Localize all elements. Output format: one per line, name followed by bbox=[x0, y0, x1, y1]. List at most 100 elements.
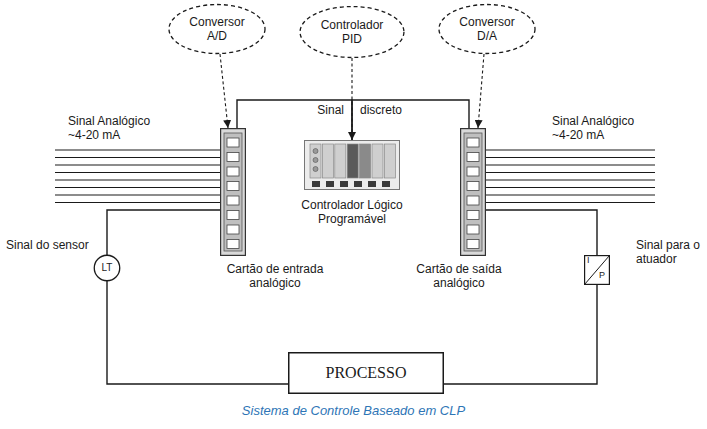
card-slot bbox=[227, 240, 239, 249]
ellipse-line bbox=[300, 7, 404, 58]
card-slot bbox=[227, 138, 239, 147]
card-slot bbox=[227, 182, 239, 191]
text-wrap: LT bbox=[102, 262, 113, 274]
converter-diagonal bbox=[585, 256, 610, 285]
plc-terminal bbox=[340, 181, 348, 187]
card-slot bbox=[467, 182, 479, 191]
input-card: Cartão de entrada analógico bbox=[220, 128, 246, 256]
card-slot bbox=[227, 167, 239, 176]
node-text: Conversor D/A bbox=[452, 15, 522, 44]
analog-wire bbox=[486, 164, 655, 165]
card-body bbox=[461, 129, 486, 256]
node-text: PROCESSO bbox=[326, 363, 407, 382]
analog-wire bbox=[55, 164, 220, 165]
plc-module bbox=[335, 144, 346, 178]
plc-outline bbox=[304, 140, 400, 190]
plc-indicator bbox=[313, 149, 318, 154]
signal-line bbox=[444, 285, 597, 384]
card-panel bbox=[464, 133, 482, 251]
card-slot bbox=[467, 138, 479, 147]
analog-wire bbox=[486, 172, 655, 173]
analog-wire bbox=[486, 202, 655, 203]
controller-ellipse: Controlador PID bbox=[299, 6, 405, 58]
analog-wire bbox=[55, 202, 220, 203]
analog-wire bbox=[55, 157, 220, 158]
plc-module bbox=[360, 144, 371, 178]
output-card: Cartão de saída analógico bbox=[460, 128, 486, 256]
analog-wire bbox=[55, 172, 220, 173]
node-label: Cartão de entrada analógico bbox=[220, 262, 330, 291]
card-slot bbox=[467, 153, 479, 162]
signal-note: Sinal Analógico ~4-20 mA bbox=[68, 114, 168, 143]
signal-note: Sinal Analógico ~4-20 mA bbox=[552, 114, 652, 143]
ellipse-line bbox=[439, 5, 535, 54]
transmitter-circle: LT bbox=[94, 255, 120, 281]
dashed-arrow bbox=[478, 54, 484, 128]
card-slot bbox=[467, 240, 479, 249]
card-slot bbox=[467, 167, 479, 176]
sensor-note: Sinal do sensor bbox=[6, 238, 94, 252]
plc-module bbox=[310, 144, 321, 178]
actuator-note: Sinal para o atuador bbox=[636, 238, 704, 267]
plc-unit: Controlador Lógico Programável bbox=[304, 140, 400, 190]
card-slot bbox=[227, 225, 239, 234]
signal-line bbox=[107, 281, 288, 384]
rack-outline bbox=[460, 128, 486, 256]
node-text: LT bbox=[102, 262, 113, 274]
analog-wire bbox=[55, 179, 220, 180]
node-text: P bbox=[599, 271, 605, 280]
plc-module bbox=[322, 144, 333, 178]
converter-ellipse: Conversor A/D bbox=[168, 4, 266, 54]
plc-terminal bbox=[368, 181, 376, 187]
dashed-arrow bbox=[220, 54, 228, 128]
converter-ellipse: Conversor D/A bbox=[438, 4, 536, 54]
card-slot bbox=[467, 196, 479, 205]
figure-caption: Sistema de Controle Baseado em CLP bbox=[0, 403, 707, 419]
plc-module bbox=[347, 144, 358, 178]
text-wrap: Conversor A/D bbox=[182, 15, 252, 44]
node-label: Controlador Lógico Programável bbox=[287, 198, 417, 227]
signal-line bbox=[486, 210, 597, 255]
text-wrap: Controlador PID bbox=[314, 18, 390, 47]
analog-wire bbox=[486, 179, 655, 180]
node-text: Controlador PID bbox=[314, 18, 390, 47]
plc-terminal bbox=[326, 181, 334, 187]
card-slot bbox=[227, 153, 239, 162]
plc-terminal bbox=[354, 181, 362, 187]
process-box: PROCESSO bbox=[288, 352, 444, 394]
node-text: I bbox=[587, 256, 590, 265]
card-slot bbox=[467, 211, 479, 220]
rack-outline bbox=[220, 128, 246, 256]
plc-rack bbox=[305, 141, 400, 190]
plc-indicator bbox=[313, 167, 318, 172]
card-slot bbox=[227, 196, 239, 205]
ellipse-line bbox=[169, 5, 265, 54]
plc-module bbox=[372, 144, 383, 178]
analog-wire bbox=[55, 149, 220, 150]
card-panel bbox=[224, 133, 242, 251]
plc-terminal bbox=[382, 181, 390, 187]
analog-wire bbox=[55, 187, 220, 188]
plc-module bbox=[384, 144, 395, 178]
signal-line bbox=[352, 100, 469, 140]
analog-wire bbox=[486, 194, 655, 195]
circle-line bbox=[94, 255, 119, 280]
card-slot bbox=[467, 225, 479, 234]
plc-terminal bbox=[312, 181, 320, 187]
plc-indicator bbox=[313, 158, 318, 163]
text-wrap: PROCESSO bbox=[326, 363, 407, 382]
card-body bbox=[221, 129, 246, 256]
analog-wire bbox=[486, 149, 655, 150]
edge-label: Sinal bbox=[315, 103, 346, 117]
ip-converter-box: IP bbox=[584, 255, 610, 285]
box-line bbox=[289, 353, 444, 394]
node-text: Conversor A/D bbox=[182, 15, 252, 44]
analog-wire bbox=[55, 194, 220, 195]
edge-label: discreto bbox=[358, 103, 404, 117]
analog-wire bbox=[486, 187, 655, 188]
signal-line bbox=[107, 210, 220, 255]
card-slot bbox=[227, 211, 239, 220]
text-wrap: Conversor D/A bbox=[452, 15, 522, 44]
